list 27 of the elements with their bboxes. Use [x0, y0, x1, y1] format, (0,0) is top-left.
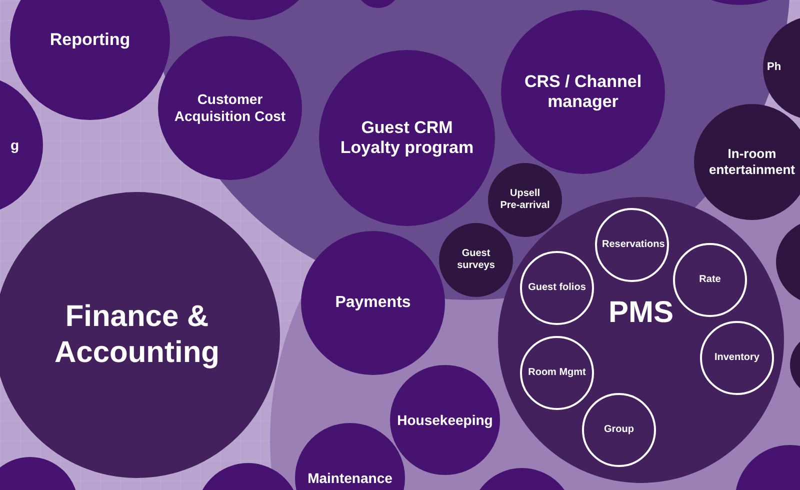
- bubble-label: Housekeeping: [397, 412, 493, 428]
- bubble-label: Finance & Accounting: [54, 299, 220, 371]
- bubble-label: Upsell Pre-arrival: [500, 188, 550, 212]
- bubble-label: Payments: [335, 293, 411, 313]
- bubble-label: Customer Acquisition Cost: [173, 91, 287, 125]
- bubble-label: Ph: [767, 61, 782, 75]
- bubble-label: Inventory: [714, 352, 760, 364]
- category-bubble: [0, 192, 280, 478]
- bubble-label: Reporting: [50, 30, 130, 50]
- bubble-label: Rate: [699, 274, 721, 286]
- bubble-label: Guest CRM Loyalty program: [339, 118, 475, 158]
- bubble-label: Group: [604, 424, 634, 436]
- bubble-label: g: [10, 136, 19, 154]
- bubble-label: Guest folios: [528, 282, 586, 294]
- bubble-label: CRS / Channel manager: [523, 72, 643, 112]
- module-circle: [673, 243, 747, 317]
- module-circle: [700, 321, 774, 395]
- module-circle: [582, 393, 656, 467]
- bubble-label: Maintenance: [308, 470, 392, 486]
- bubble-label: In-room entertainment: [708, 146, 796, 178]
- bubble-label: PMS: [608, 295, 674, 331]
- bubble-label: Guest surveys: [456, 248, 496, 272]
- module-circle: [595, 208, 669, 282]
- bubble-label: Room Mgmt: [528, 367, 586, 379]
- module-circle: [520, 336, 594, 410]
- module-circle: [520, 251, 594, 325]
- bubble-label: Reservations: [602, 239, 662, 251]
